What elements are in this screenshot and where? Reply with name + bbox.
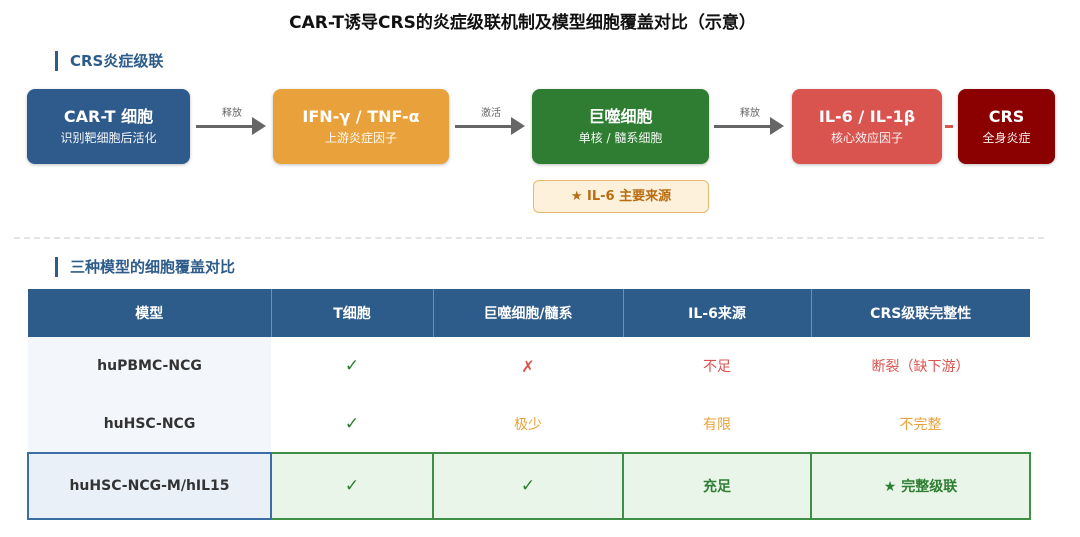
table-row: huHSC-NCG ✓ 极少 有限 不完整	[28, 395, 1030, 453]
il6-value: 不足	[703, 359, 731, 375]
model-name: huHSC-NCG-M/hIL15	[27, 452, 272, 520]
il6-value: 充足	[622, 452, 812, 520]
arrow-release-1: 释放	[196, 108, 268, 140]
crs-value: 不完整	[899, 416, 942, 433]
node-subtitle: 全身炎症	[982, 130, 1031, 145]
node-title: IL-6 / IL-1β	[818, 106, 916, 126]
arrow-label: 激活	[481, 108, 501, 119]
il6-il1b-node: IL-6 / IL-1β 核心效应因子	[792, 89, 942, 164]
arrow-connector	[945, 112, 957, 140]
t-cell-check: ✓	[344, 413, 360, 434]
cart-cell-node: CAR-T 细胞 识别靶细胞后活化	[27, 89, 190, 164]
macrophage-cross: ✗	[521, 356, 535, 376]
t-cell-check: ✓	[344, 356, 360, 376]
node-subtitle: 核心效应因子	[830, 130, 903, 145]
node-title: 巨噬细胞	[588, 106, 653, 126]
section-heading-cascade: CRS炎症级联	[55, 51, 163, 71]
ifn-tnf-node: IFN-γ / TNF-α 上游炎症因子	[273, 89, 449, 164]
table-header-row: 模型 T细胞 巨噬细胞/髓系 IL-6来源 CRS级联完整性	[28, 289, 1030, 337]
model-name: huPBMC-NCG	[28, 337, 271, 395]
crs-node: CRS 全身炎症	[958, 89, 1055, 164]
table-row: huPBMC-NCG ✓ ✗ 不足 断裂（缺下游）	[28, 337, 1030, 395]
node-title: CAR-T 细胞	[63, 106, 154, 126]
arrow-activate: 激活	[455, 108, 527, 140]
header-macrophage: 巨噬细胞/髓系	[433, 289, 624, 337]
arrow-label: 释放	[222, 108, 242, 119]
macrophage-value: 极少	[514, 416, 542, 433]
header-crs-integrity: CRS级联完整性	[811, 289, 1030, 337]
page-title: CAR-T诱导CRS的炎症级联机制及模型细胞覆盖对比（示意）	[289, 13, 756, 33]
arrow-label: 释放	[740, 108, 760, 119]
macrophage-node: 巨噬细胞 单核 / 髓系细胞	[532, 89, 709, 164]
arrow-release-2: 释放	[714, 108, 786, 140]
header-model: 模型	[28, 289, 272, 337]
model-name: huHSC-NCG	[28, 395, 271, 453]
node-title: IFN-γ / TNF-α	[302, 106, 420, 126]
section-divider	[14, 237, 1044, 239]
header-il6-source: IL-6来源	[623, 289, 812, 337]
node-subtitle: 识别靶细胞后活化	[60, 130, 157, 145]
node-subtitle: 上游炎症因子	[324, 130, 397, 145]
il6-value: 有限	[703, 416, 731, 433]
crs-value: 断裂（缺下游）	[871, 359, 970, 375]
macrophage-check: ✓	[432, 452, 624, 520]
crs-value: ★ 完整级联	[810, 452, 1031, 520]
il6-source-note: ★ IL-6 主要来源	[533, 180, 709, 213]
table-row-highlighted: huHSC-NCG-M/hIL15 ✓ ✓ 充足 ★ 完整级联	[27, 452, 1031, 520]
section-heading-comparison: 三种模型的细胞覆盖对比	[55, 257, 235, 277]
header-t-cell: T细胞	[271, 289, 434, 337]
node-subtitle: 单核 / 髓系细胞	[578, 130, 663, 145]
node-title: CRS	[988, 106, 1025, 126]
model-comparison-table: 模型 T细胞 巨噬细胞/髓系 IL-6来源 CRS级联完整性 huPBMC-NC…	[27, 289, 1031, 520]
t-cell-check: ✓	[270, 452, 434, 520]
